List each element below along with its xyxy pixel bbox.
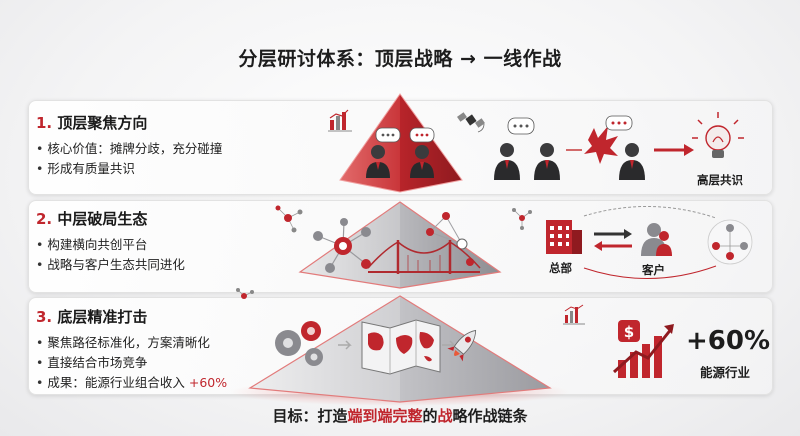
layer-2-panel: 2. 中层破局生态 构建横向共创平台 战略与客户生态共同进化 [36,208,276,275]
network-icon [707,219,753,265]
person-icon [534,143,560,180]
layer-3-heading: 底层精准打击 [57,308,148,326]
person-icon [410,145,434,178]
big-stat: +60% [686,326,771,356]
goal-statement: 目标：打造端到端完整的战略作战链条 [272,407,528,425]
map-icon [361,319,441,375]
exchange-arrows-icon [594,229,632,251]
layer-2-number: 2. [36,210,53,228]
speech-bubble-icon [375,127,435,143]
speech-bubble-icon [507,117,535,135]
pyramid-layer-2 [298,201,502,289]
arrow-icon [654,144,694,156]
svg-text:$: $ [624,323,634,341]
dollar-icon: $ [618,320,640,342]
page-title: 分层研讨体系：顶层战略 → 一线作战 [238,48,562,70]
person-icon [494,143,520,180]
person-icon [619,143,645,180]
building-icon [546,220,582,254]
layer-3-panel: 3. 底层精准打击 聚焦路径标准化，方案清晰化 直接结合市场竞争 成果：能源行业… [36,306,276,393]
layer-2-bullet: 战略与客户生态共同进化 [36,255,276,275]
hq-label: 总部 [549,261,572,275]
result-value: +60% [188,375,228,390]
layer-2-bullet: 构建横向共创平台 [36,235,276,255]
layer-1-heading: 顶层聚焦方向 [57,114,148,132]
network-icon [512,208,532,230]
layer-3-number: 3. [36,308,53,326]
big-stat-label: 能源行业 [700,365,751,380]
speech-bubble-icon [605,115,633,131]
network-icon [275,205,303,233]
curved-arrow-icon [583,265,717,279]
chart-icon [563,304,585,325]
layer-3-bullet: 直接结合市场竞争 [36,353,276,373]
layer-3-result: 成果：能源行业组合收入 +60% [36,373,276,393]
rocket-icon [447,329,477,362]
satellite-icon [457,112,485,133]
person-icon [641,223,672,256]
layer-1-number: 1. [36,114,53,132]
layer-1-bullet: 核心价值：摊牌分歧，充分碰撞 [36,139,276,159]
lightbulb-icon [692,112,744,158]
bridge-icon [367,240,481,274]
network-icon [236,288,254,299]
layer-1-panel: 1. 顶层聚焦方向 核心价值：摊牌分歧，充分碰撞 形成有质量共识 [36,112,276,179]
layer-2-heading: 中层破局生态 [57,210,148,228]
collision-icon [584,126,618,164]
layer-3-bullet: 聚焦路径标准化，方案清晰化 [36,333,276,353]
consensus-label: 高层共识 [697,173,743,187]
layer-1-bullet: 形成有质量共识 [36,159,276,179]
growth-chart-icon [612,324,674,378]
client-label: 客户 [642,263,665,277]
gear-icon [275,321,323,366]
person-icon [366,145,390,178]
pyramid-layer-1 [339,93,463,193]
curved-arrow-icon [583,206,717,219]
chart-icon [328,109,352,132]
